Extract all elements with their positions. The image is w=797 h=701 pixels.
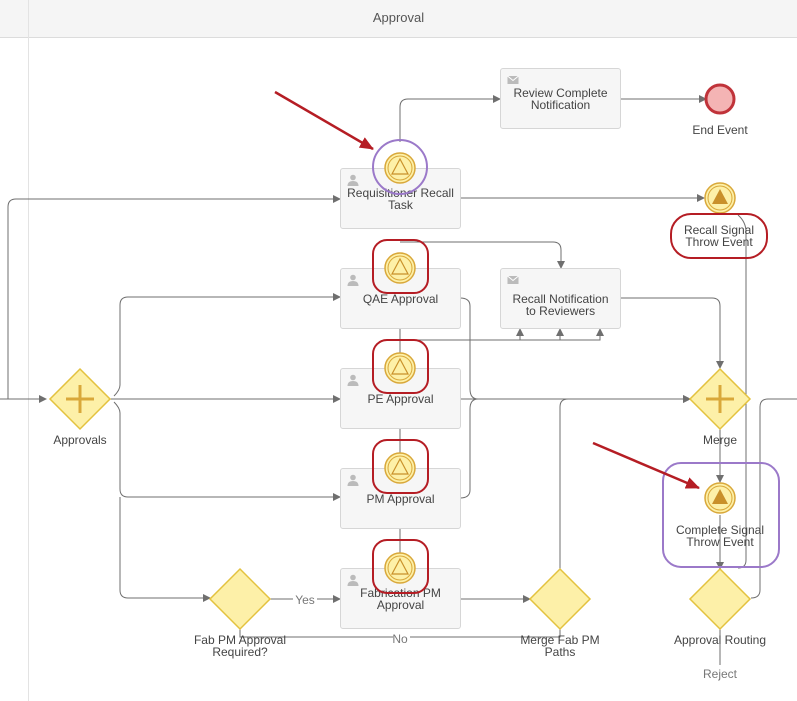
flow-label-yes: Yes [295, 593, 315, 607]
signal-throw-icon [712, 189, 728, 204]
sequence-flows [0, 95, 797, 665]
task-label: QAE Approval [362, 291, 439, 306]
task-requisitioner-recall[interactable]: Requisitioner Recall Task [340, 168, 461, 229]
lane-divider [28, 0, 29, 701]
task-label: Recall Notification to Reviewers [512, 291, 609, 318]
end-event-label: End Event [692, 123, 748, 137]
gateway-fab-required[interactable] [208, 567, 272, 631]
user-icon [347, 174, 359, 186]
recall-signal-throw-event[interactable] [704, 182, 736, 214]
gateway-merge-label: Merge [702, 433, 737, 447]
end-event[interactable] [704, 83, 736, 115]
gateway-approval-routing[interactable] [688, 567, 752, 631]
task-recall-notification[interactable]: Recall Notification to Reviewers [500, 268, 621, 329]
lane-title: Approval [372, 10, 425, 25]
task-fabrication-pm-approval[interactable]: Fabrication PM Approval [340, 568, 461, 629]
user-icon [347, 574, 359, 586]
gateway-merge-fab[interactable] [528, 567, 592, 631]
lane-header: Approval [0, 0, 797, 38]
flow-label-no: No [392, 632, 408, 646]
user-icon [347, 474, 359, 486]
flow-label-reject: Reject [702, 667, 737, 681]
task-review-complete-notification[interactable]: Review Complete Notification [500, 68, 621, 129]
envelope-icon [507, 275, 519, 284]
gateway-approvals[interactable] [48, 367, 112, 431]
gateway-approvals-label: Approvals [53, 433, 107, 447]
gateway-merge[interactable] [688, 367, 752, 431]
recall-signal-label: Recall Signal Throw Event [683, 223, 755, 249]
task-pe-approval[interactable]: PE Approval [340, 368, 461, 429]
task-label: PE Approval [367, 391, 434, 406]
plus-icon [706, 385, 734, 413]
task-qae-approval[interactable]: QAE Approval [340, 268, 461, 329]
task-label: Review Complete Notification [513, 85, 608, 112]
complete-signal-label: Complete Signal Throw Event [675, 523, 765, 549]
envelope-icon [507, 75, 519, 84]
complete-signal-throw-event[interactable] [704, 482, 736, 514]
user-icon [347, 274, 359, 286]
user-icon [347, 374, 359, 386]
gateway-fab-required-label: Fab PM Approval Required? [193, 633, 287, 659]
gateway-merge-fab-label: Merge Fab PM Paths [520, 633, 600, 659]
task-label: PM Approval [366, 491, 435, 506]
task-label: Fabrication PM Approval [360, 585, 441, 612]
task-label: Requisitioner Recall Task [347, 185, 454, 212]
task-pm-approval[interactable]: PM Approval [340, 468, 461, 529]
gateway-approval-routing-label: Approval Routing [673, 633, 767, 647]
plus-icon [66, 385, 94, 413]
